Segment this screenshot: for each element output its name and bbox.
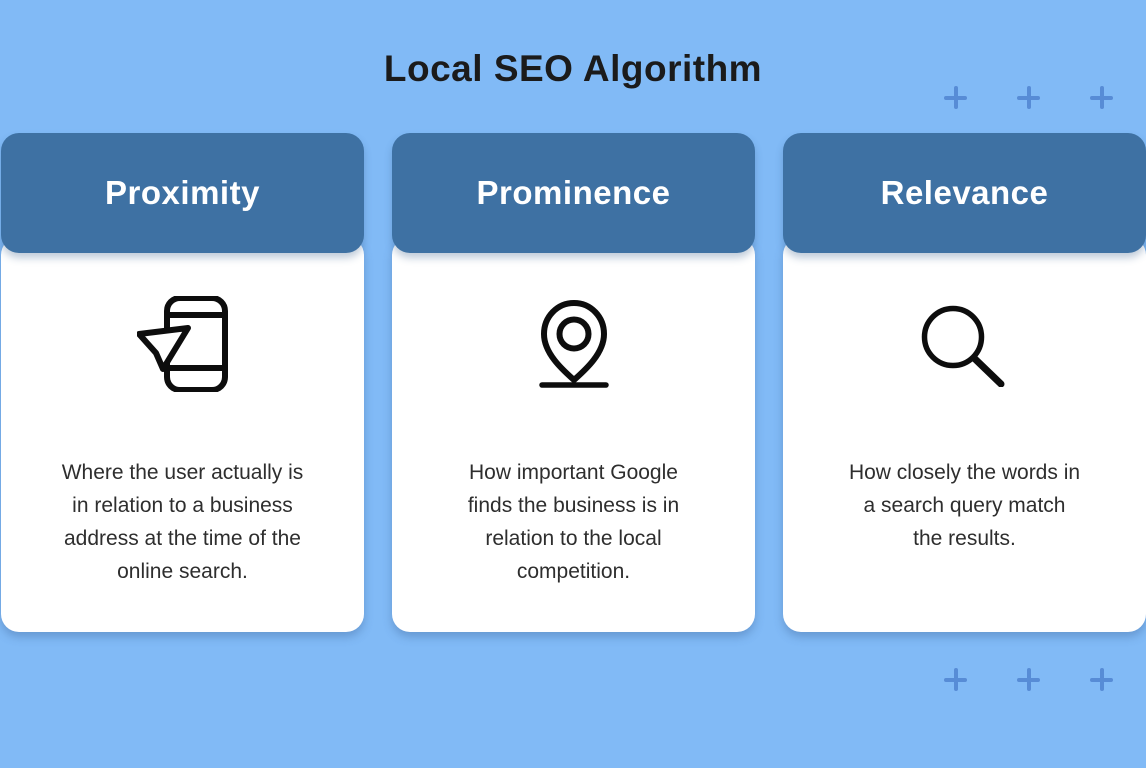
card-header: Proximity	[1, 133, 364, 253]
card-description: Where the user actually is in relation t…	[61, 461, 304, 583]
plus-icon	[1017, 86, 1040, 109]
card-description: How closely the words in a search query …	[848, 461, 1081, 550]
plus-icon	[1090, 668, 1113, 691]
card-proximity: Proximity Where the user actually is in …	[1, 133, 364, 632]
card-header: Prominence	[392, 133, 755, 253]
map-pin-icon	[538, 296, 609, 392]
card-title: Relevance	[880, 174, 1049, 211]
card-prominence: Prominence How important Google finds th…	[392, 133, 755, 632]
cards-container: Proximity Where the user actually is in …	[1, 133, 1146, 632]
page-title: Local SEO Algorithm	[383, 48, 763, 89]
plus-decoration-top	[944, 86, 1113, 109]
plus-icon	[944, 86, 967, 109]
card-body: How closely the words in a search query …	[783, 237, 1146, 632]
card-title: Prominence	[476, 174, 671, 211]
card-header: Relevance	[783, 133, 1146, 253]
card-title: Proximity	[105, 174, 260, 211]
magnifier-icon	[919, 296, 1011, 392]
plus-icon	[1017, 668, 1040, 691]
phone-navigation-icon	[136, 296, 229, 392]
card-description: How important Google finds the business …	[467, 461, 680, 583]
plus-icon	[1090, 86, 1113, 109]
plus-icon	[944, 668, 967, 691]
card-relevance: Relevance How closely the words in a sea…	[783, 133, 1146, 632]
card-body: How important Google finds the business …	[392, 237, 755, 632]
card-body: Where the user actually is in relation t…	[1, 237, 364, 632]
plus-decoration-bottom	[944, 668, 1113, 691]
